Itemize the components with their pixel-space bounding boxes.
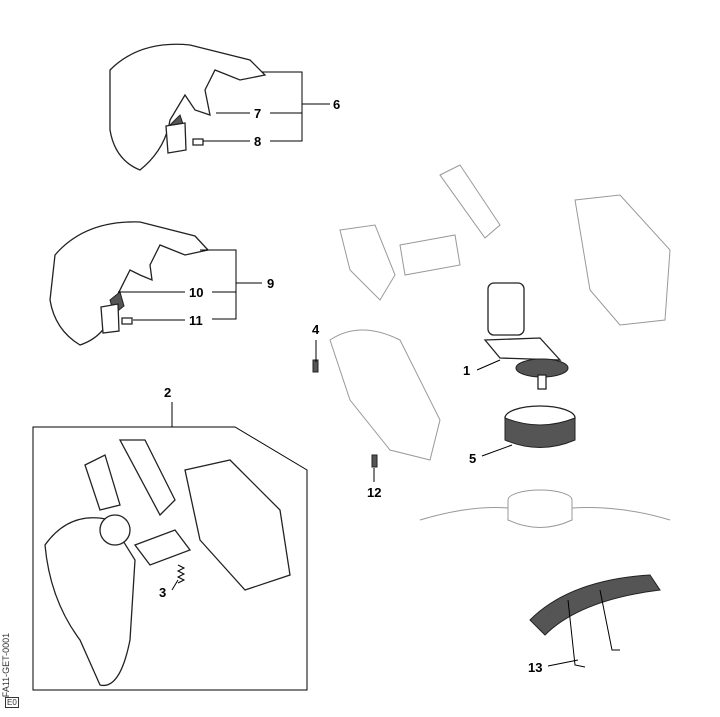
- callout-8: 8: [254, 134, 262, 149]
- drawing-code: FA11-GET-0001: [1, 632, 12, 698]
- callout-11: 11: [189, 313, 203, 328]
- spool-housing-5[interactable]: [504, 405, 576, 448]
- callout-4: 4: [312, 322, 320, 337]
- housing-kit-2[interactable]: [44, 439, 291, 687]
- callout-12: 12: [367, 485, 382, 500]
- callout-13: 13: [528, 660, 543, 675]
- leader-lines: [118, 71, 579, 667]
- callout-6: 6: [333, 97, 341, 112]
- callout-3: 3: [159, 585, 167, 600]
- callout-7: 7: [254, 106, 262, 121]
- callout-9: 9: [267, 276, 275, 291]
- callout-5: 5: [469, 451, 477, 466]
- callout-2: 2: [164, 385, 172, 400]
- callout-10: 10: [189, 285, 204, 300]
- guard-bracket-13[interactable]: [529, 574, 661, 668]
- kit-box: [32, 426, 308, 691]
- deflector-guard-9[interactable]: [49, 221, 210, 346]
- trimmer-head-assembly-outline: [329, 164, 671, 528]
- screw-12[interactable]: [371, 454, 378, 468]
- callout-1: 1: [463, 363, 471, 378]
- deflector-guard-6[interactable]: [109, 43, 267, 171]
- motor-gear-1[interactable]: [483, 282, 569, 390]
- revision-box: E0: [5, 697, 19, 708]
